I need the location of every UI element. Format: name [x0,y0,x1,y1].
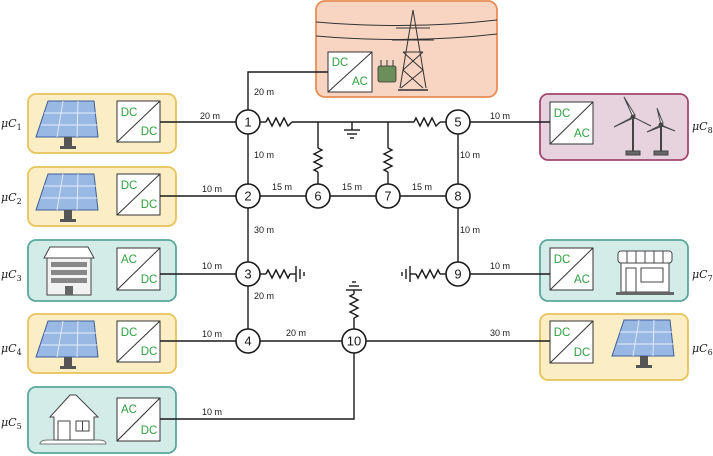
microgrid-7-converter: DC AC [549,247,594,291]
solar-panel-icon [611,319,675,368]
solar-panel-icon [35,173,99,222]
converter-in-label: DC [554,254,571,266]
solar-panel-icon [35,320,99,369]
length-label: 10 m [202,184,222,194]
length-label: 30 m [254,225,274,235]
length-label: 10 m [254,150,274,160]
microgrid-6-converter: DC DC [549,320,594,364]
length-label: 20 m [254,291,274,301]
length-label: 15 m [342,182,362,192]
node-label: 8 [454,189,461,204]
grid-converter: DC AC [327,51,373,93]
microgrid-4-box: DC DC [27,313,177,374]
length-label: 20 m [254,87,274,97]
microgrid-6-box: DC DC [539,313,689,381]
microgrid-2-box: DC DC [27,166,177,227]
length-label: 10 m [460,225,480,235]
bus-node-6: 6 [305,183,331,209]
node-label: 5 [454,115,461,130]
microgrid-2-converter: DC DC [116,173,161,216]
bus-node-5: 5 [445,109,471,135]
length-label: 20 m [286,328,306,338]
line-length-labels: 20 m 20 m 10 m 10 m 10 m 10 m 15 m 15 m … [200,87,510,417]
microgrid-1-converter: DC DC [116,100,161,143]
length-label: 15 m [412,182,432,192]
apartment-building-icon [43,246,95,296]
microgrid-7-label: μC7 [692,268,713,283]
converter-out-label: DC [141,199,158,211]
bus-node-10: 10 [341,328,367,354]
node-label: 4 [244,334,251,349]
node-label: 10 [347,334,361,349]
converter-out-label: AC [574,274,590,286]
microgrid-1-label: μC1 [1,117,22,132]
bus-node-7: 7 [375,183,401,209]
length-label: 10 m [202,329,222,339]
length-label: 10 m [202,407,222,417]
bus-node-8: 8 [445,183,471,209]
transformer-icon [377,60,397,83]
length-label: 10 m [202,261,222,271]
converter-out-label: DC [141,346,158,358]
node-label: 3 [244,267,251,282]
node-label: 6 [314,189,321,204]
converter-in-label: DC [554,108,571,120]
bus-node-9: 9 [445,261,471,287]
microgrid-1-box: DC DC [27,93,177,154]
microgrid-labels: μC1 μC2 μC3 μC4 μC5 μC6 μC7 μC8 [1,117,713,431]
node-label: 9 [454,267,461,282]
converter-in-label: AC [121,404,137,416]
node-label: 2 [244,189,251,204]
length-label: 30 m [490,328,510,338]
microgrid-3-converter: AC DC [116,247,161,291]
microgrid-7-box: DC AC [539,239,689,302]
wiring [160,71,550,420]
solar-panel-icon [35,100,99,149]
length-label: 10 m [490,111,510,121]
transmission-tower-icon [315,9,498,91]
bus-node-3: 3 [235,261,261,287]
length-label: 15 m [272,182,292,192]
microgrid-5-box: AC DC [27,386,177,454]
converter-in-label: DC [121,107,138,119]
grid-converter-in: DC [332,57,349,69]
microgrid-2-label: μC2 [1,191,22,206]
house-icon [39,394,107,445]
length-label: 10 m [490,261,510,271]
grid-connection-box: DC AC [315,0,498,98]
microgrid-8-box: DC AC [539,93,689,161]
microgrid-4-converter: DC DC [116,320,161,363]
length-label: 20 m [200,111,220,121]
shop-icon [616,250,674,295]
bus-node-2: 2 [235,183,261,209]
converter-in-label: AC [121,254,137,266]
converter-out-label: DC [574,347,591,359]
length-label: 10 m [460,150,480,160]
converter-out-label: DC [141,425,158,437]
wind-turbines-icon [613,96,676,156]
converter-out-label: DC [141,126,158,138]
converter-in-label: DC [554,327,571,339]
microgrid-8-label: μC8 [692,120,713,135]
microgrid-5-converter: AC DC [116,397,161,442]
converter-out-label: AC [574,128,590,140]
microgrid-5-label: μC5 [1,416,22,431]
microgrid-4-label: μC4 [1,342,22,357]
converter-in-label: DC [121,327,138,339]
converter-out-label: DC [141,274,158,286]
converter-in-label: DC [121,180,138,192]
bus-node-4: 4 [235,328,261,354]
grid-converter-out: AC [352,76,368,88]
microgrid-8-converter: DC AC [549,101,594,145]
microgrid-6-label: μC6 [692,342,713,357]
microgrid-3-box: AC DC [27,239,177,302]
bus-node-1: 1 [235,109,261,135]
microgrid-3-label: μC3 [1,268,22,283]
node-label: 1 [244,115,251,130]
node-label: 7 [384,189,391,204]
